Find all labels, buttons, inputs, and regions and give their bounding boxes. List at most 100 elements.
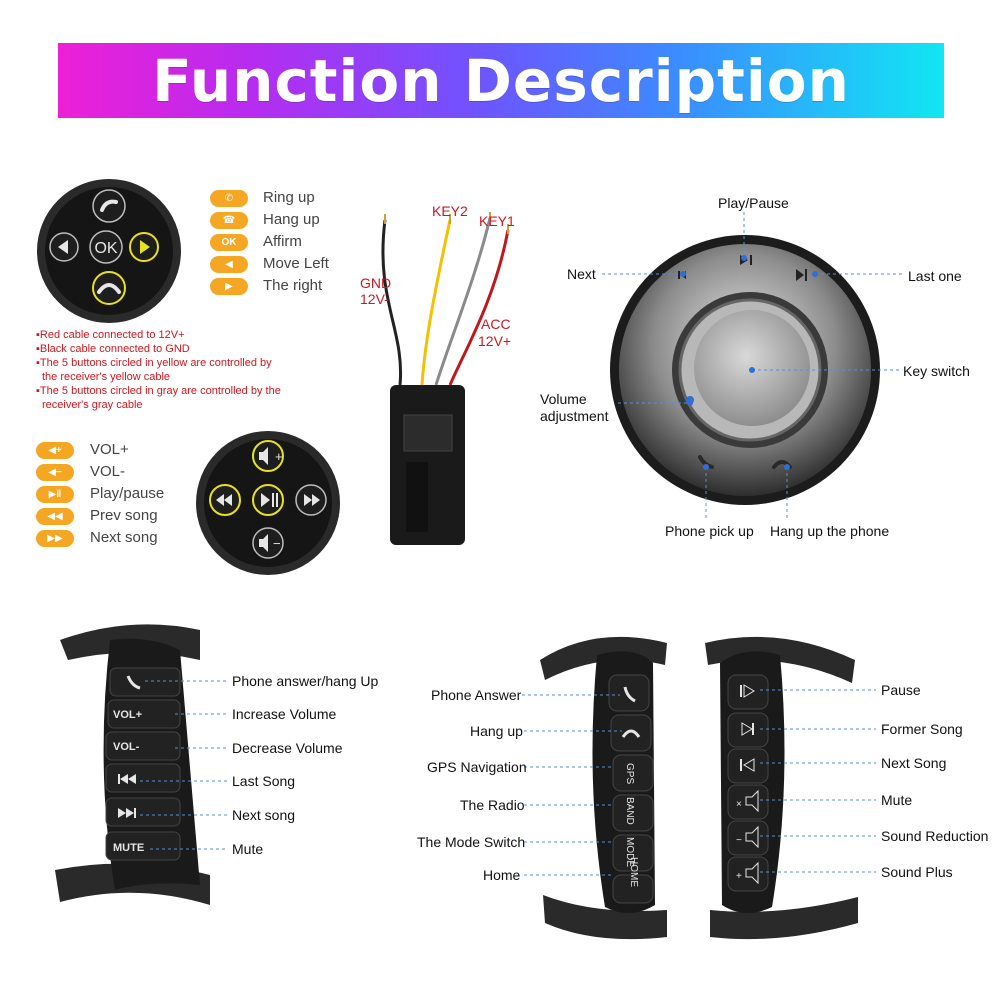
triangle-right-icon — [129, 232, 159, 262]
band-button-label: BAND — [624, 797, 635, 825]
label-phone-answer: Phone Answer — [431, 687, 522, 703]
next-song-icon — [740, 758, 755, 772]
label-next-song-right: Next Song — [881, 755, 947, 771]
label-increase-volume: Increase Volume — [232, 706, 337, 722]
legend-label: Affirm — [263, 233, 302, 250]
gnd-voltage-label: 12V- — [360, 291, 389, 307]
label-home: Home — [483, 867, 521, 883]
next-song-icon — [118, 808, 136, 818]
label-the-radio: The Radio — [460, 797, 525, 813]
label-gps-navigation: GPS Navigation — [427, 759, 527, 775]
phone-down-icon — [92, 271, 126, 305]
volume-minus-icon: − — [252, 527, 284, 559]
note-line: ▪The 5 buttons circled in yellow are con… — [36, 357, 272, 369]
pause-icon — [740, 684, 755, 698]
phone-down-icon: ☎ — [210, 212, 248, 229]
legend-label: Next song — [90, 529, 158, 546]
label-former-song: Former Song — [881, 721, 963, 737]
mode-button-label: MODE — [624, 837, 635, 867]
home-button-label: HOME — [628, 857, 639, 887]
strap-controller-left: VOL+ VOL- MUTE — [55, 624, 210, 905]
label-volume: Volume — [540, 391, 587, 407]
strap-controller-right: × − + — [705, 636, 858, 940]
prev-icon — [209, 484, 241, 516]
phone-icon — [126, 675, 141, 690]
phone-up-icon — [92, 189, 126, 223]
gnd-label: GND — [360, 275, 392, 291]
ok-label: OK — [94, 240, 117, 257]
volume-plus-icon: + — [252, 440, 284, 472]
ok-icon: OK — [210, 234, 248, 251]
label-sound-reduction: Sound Reduction — [881, 828, 989, 844]
label-last-one: Last one — [908, 268, 962, 284]
prev-icon: ◀◀ — [36, 508, 74, 525]
phone-pick-up-icon — [698, 455, 714, 469]
svg-text:+: + — [736, 871, 742, 882]
triangle-left-icon: ◀ — [210, 256, 248, 273]
last-track-icon — [796, 269, 807, 281]
label-volume-adjustment: adjustment — [540, 408, 609, 424]
triangle-left-icon — [49, 232, 79, 262]
next-icon — [295, 484, 327, 516]
mute-icon: × — [736, 789, 759, 813]
gps-button-label: GPS — [624, 763, 635, 784]
title-banner — [58, 43, 944, 118]
mute-button-label: MUTE — [113, 842, 144, 854]
label-play-pause: Play/Pause — [718, 195, 789, 211]
sound-plus-icon: + — [736, 861, 759, 885]
legend-label: Move Left — [263, 255, 329, 272]
label-next-song: Next song — [232, 807, 296, 823]
label-mode-switch: The Mode Switch — [417, 834, 526, 850]
label-sound-plus: Sound Plus — [881, 864, 953, 880]
ok-button: OK — [89, 230, 123, 264]
page-title: Function Description — [152, 46, 850, 115]
dome-controller — [610, 235, 880, 505]
gray-wire — [434, 217, 492, 386]
five-button-wheel-bottom: + − — [196, 431, 340, 575]
sound-reduction-icon: − — [736, 825, 759, 849]
strap-controller-middle: GPS BAND MODE HOME — [540, 636, 667, 940]
phone-up-icon: ✆ — [210, 190, 248, 207]
svg-text:×: × — [736, 799, 742, 810]
note-line: receiver's gray cable — [42, 399, 143, 411]
receiver-diagram — [381, 212, 510, 545]
former-song-icon — [741, 722, 754, 736]
label-mute: Mute — [232, 841, 264, 857]
key2-label: KEY2 — [432, 203, 468, 219]
acc-label: ACC — [481, 316, 511, 332]
acc-voltage-label: 12V+ — [478, 333, 512, 349]
triangle-right-icon: ▶ — [210, 278, 248, 295]
vol-minus-button-label: VOL- — [113, 741, 140, 753]
hang-up-icon — [621, 729, 641, 738]
label-mute-right: Mute — [881, 792, 913, 808]
note-line: the receiver's yellow cable — [42, 371, 171, 383]
five-button-wheel-top: OK — [37, 179, 181, 323]
note-line: ▪The 5 buttons circled in gray are contr… — [36, 385, 281, 397]
label-decrease-volume: Decrease Volume — [232, 740, 343, 756]
note-line: ▪Black cable connected to GND — [36, 343, 190, 355]
legend-label: VOL- — [90, 463, 126, 480]
note-line: ▪Red cable connected to 12V+ — [36, 329, 185, 341]
svg-text:−: − — [736, 835, 742, 846]
label-hang-up-phone: Hang up the phone — [770, 523, 890, 539]
play-pause-icon — [252, 484, 284, 516]
play-pause-icon: ▶‖ — [36, 486, 74, 503]
black-wire — [381, 219, 403, 386]
legend-label: Prev song — [90, 507, 158, 524]
svg-text:+: + — [275, 449, 283, 464]
volume-plus-icon: ◀+ — [36, 442, 74, 459]
vol-plus-button-label: VOL+ — [113, 709, 142, 721]
label-pause: Pause — [881, 682, 921, 698]
phone-answer-icon — [623, 686, 636, 703]
yellow-wire — [420, 219, 452, 386]
key1-label: KEY1 — [479, 213, 515, 229]
legend-label: Hang up — [263, 211, 320, 228]
label-key-switch: Key switch — [903, 363, 970, 379]
legend-label: VOL+ — [90, 441, 129, 458]
legend-label: Ring up — [263, 189, 315, 206]
last-song-icon — [118, 774, 136, 784]
label-hang-up: Hang up — [470, 723, 523, 739]
label-next: Next — [567, 266, 596, 282]
label-phone-pick-up: Phone pick up — [665, 523, 754, 539]
legend-label: Play/pause — [90, 485, 165, 502]
